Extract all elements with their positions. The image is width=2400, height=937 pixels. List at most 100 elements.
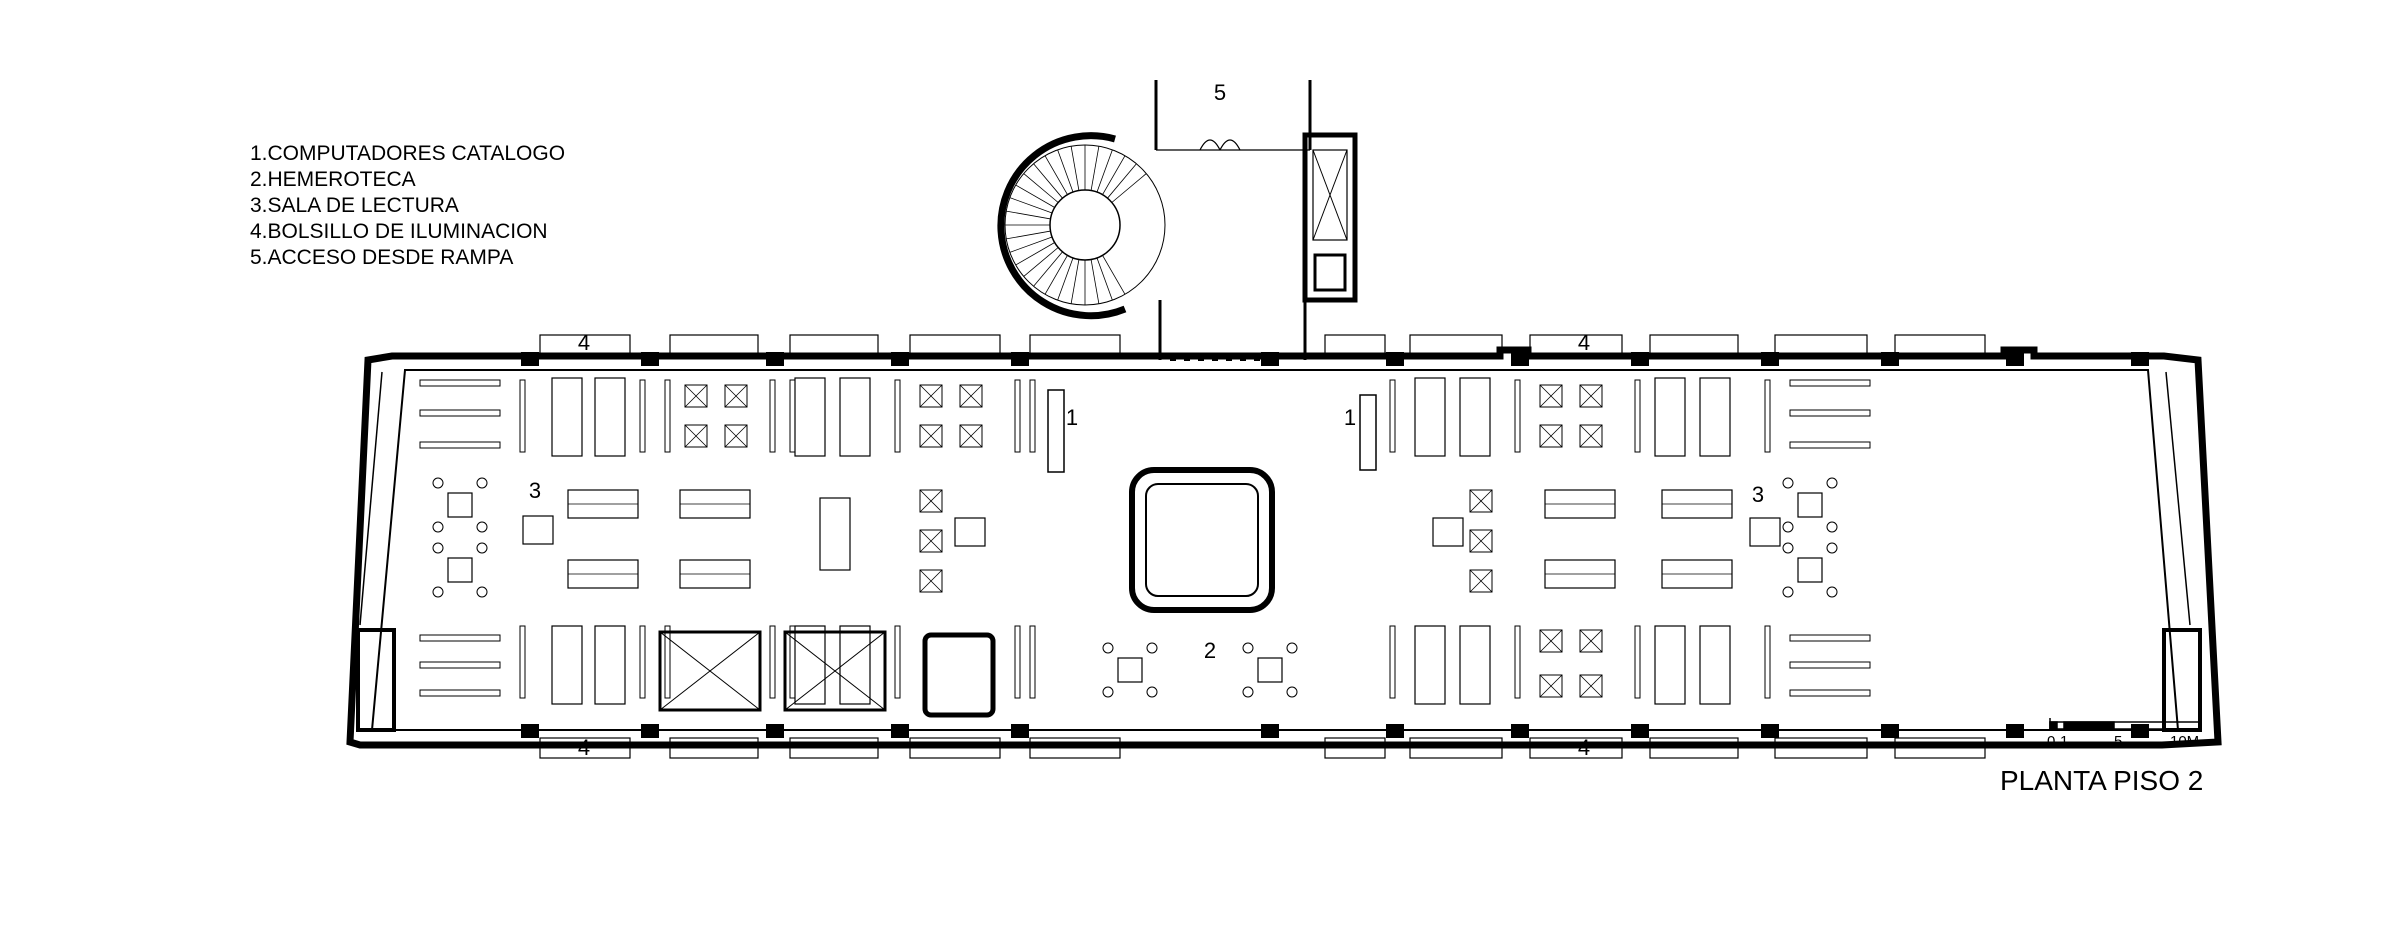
lounge-chair: [1826, 477, 1838, 489]
lounge-chair: [476, 521, 488, 533]
computer-desk: [1469, 489, 1493, 513]
computer-desk: [1469, 489, 1493, 513]
computer-desk: [724, 384, 748, 408]
lounge-table: [447, 557, 473, 583]
shelf: [1029, 625, 1036, 699]
computer-desk: [919, 489, 943, 513]
lounge-chair: [1102, 686, 1114, 698]
lounge-chair: [1146, 686, 1158, 698]
stair-tread: [1096, 149, 1113, 193]
lounge-chair: [1102, 642, 1114, 654]
stair-tread: [1070, 146, 1080, 191]
lounge-chair: [1782, 586, 1794, 598]
computer-desk: [684, 424, 708, 448]
computer-desk: [1539, 674, 1563, 698]
catalog-counter: [1047, 389, 1065, 473]
computer-desk: [1539, 424, 1563, 448]
legend-item-4: 4.BOLSILLO DE ILUMINACION: [250, 220, 548, 243]
stair-tread: [1023, 247, 1059, 277]
column: [1631, 352, 1649, 366]
floor-opening: [783, 630, 887, 712]
info-desk: [954, 517, 986, 547]
computer-desk: [684, 384, 708, 408]
computer-desk: [1539, 629, 1563, 653]
computer-desk: [1579, 384, 1603, 408]
column: [1386, 352, 1404, 366]
computer-desk: [959, 384, 983, 408]
computer-desk: [919, 424, 943, 448]
computer-desk: [684, 384, 708, 408]
stair-tread: [1070, 259, 1080, 304]
light-pocket: [1894, 737, 1986, 759]
lounge-chair: [432, 586, 444, 598]
computer-desk: [1579, 629, 1603, 653]
bookshelf: [1789, 409, 1871, 417]
lounge-chair: [1826, 586, 1838, 598]
computer-desk: [1579, 424, 1603, 448]
stair-tread: [1033, 251, 1063, 287]
shelf: [789, 379, 796, 453]
lounge-chair: [1826, 542, 1838, 554]
stair-tread: [1023, 173, 1059, 203]
scale-label-1: 1: [2060, 733, 2068, 750]
column: [2006, 352, 2024, 366]
computer-desk: [1539, 424, 1563, 448]
lounge-table: [1797, 557, 1823, 583]
legend: 1.COMPUTADORES CATALOGO 2.HEMEROTECA 3.S…: [250, 142, 565, 269]
light-pocket: [1649, 334, 1739, 356]
column: [641, 352, 659, 366]
column: [1386, 724, 1404, 738]
shelf: [664, 625, 671, 699]
column: [891, 724, 909, 738]
computer-desk: [1539, 384, 1563, 408]
study-table: [819, 497, 851, 571]
stair-tread: [1102, 255, 1126, 295]
scale-label-10m: 10M: [2170, 733, 2199, 750]
computer-desk: [684, 424, 708, 448]
computer-desk: [919, 529, 943, 553]
ramp-access: [1154, 80, 1358, 361]
shelf: [1764, 379, 1771, 453]
structural-columns: [521, 352, 2149, 738]
light-pocket: [1774, 737, 1868, 759]
computer-desk: [919, 384, 943, 408]
light-pocket: [669, 737, 759, 759]
column: [2131, 724, 2149, 738]
column: [2006, 724, 2024, 738]
reading-table: [1414, 625, 1446, 705]
computer-desk: [1579, 674, 1603, 698]
bookshelf: [1789, 634, 1871, 642]
light-pocket: [1029, 737, 1121, 759]
column: [1511, 724, 1529, 738]
lounge-table: [1117, 657, 1143, 683]
shelf: [894, 379, 901, 453]
shelf: [1389, 379, 1396, 453]
computer-desk: [919, 424, 943, 448]
column: [891, 352, 909, 366]
light-pockets: [539, 334, 1986, 759]
computer-desk: [1469, 529, 1493, 553]
bookshelf: [1789, 441, 1871, 449]
shelf: [894, 625, 901, 699]
stair-tread: [1107, 163, 1137, 199]
computer-desk: [1469, 569, 1493, 593]
reading-table: [839, 377, 871, 457]
shelf: [1014, 379, 1021, 453]
computer-desk: [919, 489, 943, 513]
computer-desk: [1469, 569, 1493, 593]
light-pocket: [1529, 334, 1623, 356]
lounge-chair: [1146, 642, 1158, 654]
light-pocket: [1324, 737, 1386, 759]
stair-tread: [1111, 173, 1147, 203]
column: [641, 724, 659, 738]
column: [1881, 352, 1899, 366]
computer-desk: [919, 529, 943, 553]
bookshelf: [419, 689, 501, 697]
column: [521, 352, 539, 366]
stair-tread: [1009, 236, 1053, 253]
lounge-chair: [1242, 642, 1254, 654]
stair-tread: [1057, 149, 1074, 193]
catalog-counter: [1359, 394, 1377, 471]
stair-tread: [1015, 184, 1055, 208]
